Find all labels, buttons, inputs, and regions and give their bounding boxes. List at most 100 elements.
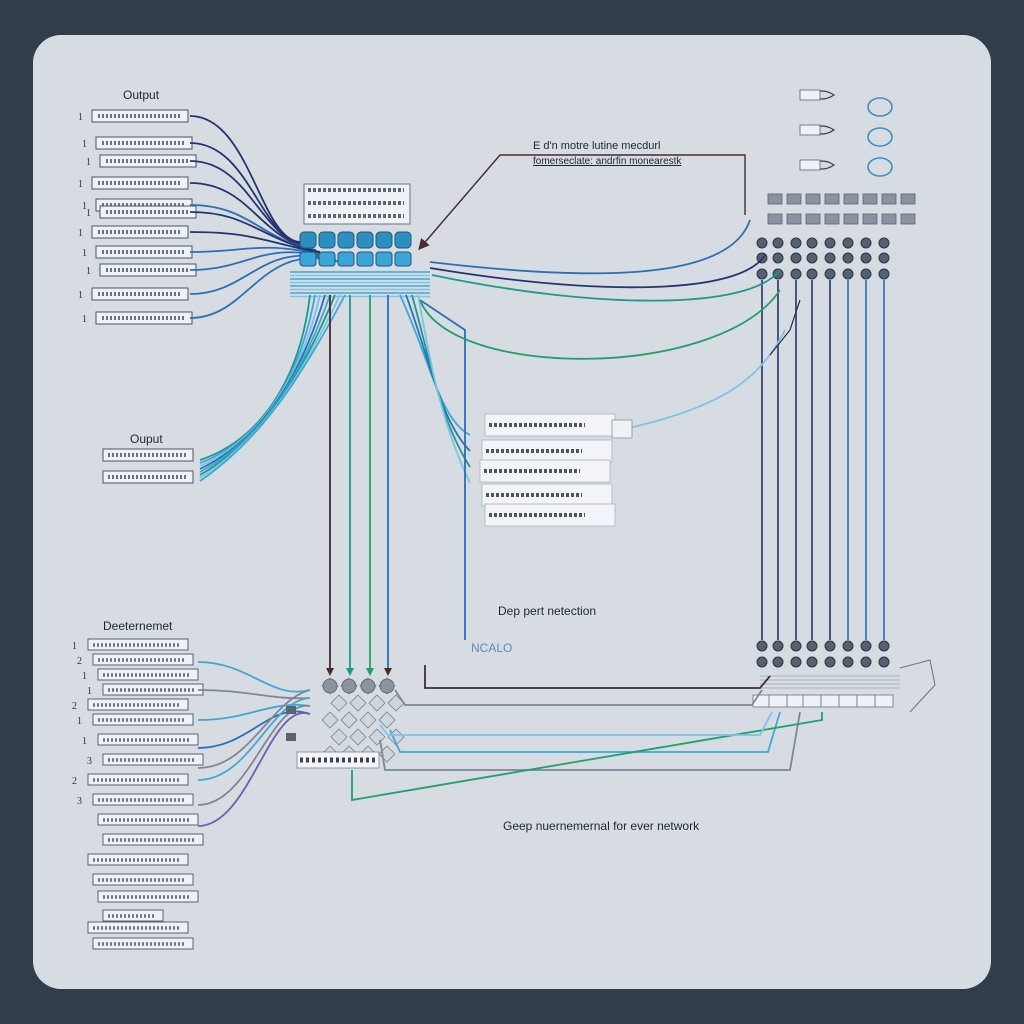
bottom-input-index: 1: [82, 671, 87, 682]
lattice-node: [340, 711, 358, 729]
wire-input-to-hub: [189, 160, 309, 247]
lattice-head: [341, 678, 357, 694]
drop-arrow-head: [366, 668, 374, 676]
matrix-node: [860, 252, 872, 264]
matrix-node: [842, 237, 854, 249]
ring-glyph: [867, 157, 893, 177]
lattice-node: [321, 711, 339, 729]
matrix-cell: [786, 193, 802, 205]
bottom-input-index: 2: [77, 656, 82, 667]
input-index: 1: [78, 179, 83, 190]
matrix-node: [772, 268, 784, 280]
matrix-node: [806, 268, 818, 280]
matrix-cell: [862, 193, 878, 205]
bottom-input-index: 1: [77, 716, 82, 727]
bottom-matrix-box: [802, 694, 822, 708]
lattice-port: [286, 706, 296, 714]
glyph-box: [799, 124, 821, 136]
matrix-cell: [824, 213, 840, 225]
matrix-node: [842, 268, 854, 280]
input-index: 1: [78, 228, 83, 239]
input-index: 1: [82, 314, 87, 325]
bottom-matrix-node: [790, 656, 802, 668]
matrix-cell: [900, 213, 916, 225]
lattice-head: [322, 678, 338, 694]
wire-hub-to-ncalo: [419, 299, 466, 640]
wire-bottom-input-to-grid: [197, 661, 311, 693]
matrix-cell: [805, 213, 821, 225]
glyph-box: [799, 159, 821, 171]
hub-node-upper: [318, 231, 336, 249]
input-index: 1: [86, 266, 91, 277]
hub-header-box: [303, 183, 411, 225]
wire-bottom-input-to-grid: [197, 697, 311, 781]
bottom-matrix-node: [824, 656, 836, 668]
bottom-matrix-node: [772, 656, 784, 668]
matrix-node: [756, 268, 768, 280]
bottom-input-index: 1: [72, 641, 77, 652]
wire-hub-to-mid-output: [199, 294, 321, 467]
matrix-node: [842, 252, 854, 264]
matrix-cell: [786, 213, 802, 225]
wire-lattice-to-matrix: [389, 711, 781, 753]
matrix-cell: [881, 193, 897, 205]
bottom-matrix-box: [768, 694, 788, 708]
card-connector: [611, 419, 633, 439]
arrow-to-matrix: [769, 299, 801, 356]
wire-input-to-hub: [189, 257, 341, 319]
wire-lattice-to-matrix: [379, 711, 801, 771]
lattice-head: [379, 678, 395, 694]
drop-arrow-head: [326, 668, 334, 676]
matrix-cell: [843, 213, 859, 225]
bottom-matrix-node: [824, 640, 836, 652]
matrix-cell: [843, 193, 859, 205]
hub-node-upper: [299, 231, 317, 249]
wire-hub-to-matrix: [429, 219, 751, 275]
bottom-caption: Geep nuernemernal for ever network: [503, 819, 700, 833]
input-index: 1: [82, 248, 87, 259]
lattice-head: [360, 678, 376, 694]
matrix-node: [878, 237, 890, 249]
wire-hub-to-matrix: [419, 289, 781, 360]
drop-arrow-head: [346, 668, 354, 676]
bottom-matrix-node: [756, 656, 768, 668]
hub-node-upper: [337, 231, 355, 249]
wire-lattice-to-matrix: [424, 665, 771, 689]
wire-hub-to-mid-output: [199, 294, 316, 464]
hub-node-upper: [375, 231, 393, 249]
lattice-node: [387, 694, 405, 712]
matrix-node: [790, 268, 802, 280]
input-index: 1: [86, 208, 91, 219]
wire-hub-to-matrix: [429, 254, 766, 289]
bottom-input-index: 2: [72, 776, 77, 787]
matrix-node: [806, 252, 818, 264]
drop-arrow-head: [384, 668, 392, 676]
bottom-input-index: 3: [87, 756, 92, 767]
output-label-mid: Ouput: [130, 432, 163, 446]
input-index: 1: [78, 112, 83, 123]
matrix-node: [860, 237, 872, 249]
wire-hub-to-cards: [417, 294, 471, 484]
bottom-matrix-node: [806, 656, 818, 668]
wire-bottom-input-to-grid: [197, 689, 311, 769]
input-index: 1: [82, 139, 87, 150]
wire-bottom-input-to-grid: [197, 710, 311, 749]
wire-hub-to-mid-output: [199, 294, 346, 482]
bottom-matrix-node: [878, 656, 890, 668]
input-index: 1: [78, 290, 83, 301]
lattice-node: [359, 711, 377, 729]
lattice-node: [368, 728, 386, 746]
wire-input-to-hub: [189, 182, 313, 249]
matrix-node: [824, 237, 836, 249]
matrix-node: [806, 237, 818, 249]
lattice-port: [286, 733, 296, 741]
glyph-box: [799, 89, 821, 101]
matrix-node: [824, 252, 836, 264]
matrix-node: [790, 252, 802, 264]
matrix-node: [878, 268, 890, 280]
ring-glyph: [867, 127, 893, 147]
matrix-node: [756, 237, 768, 249]
matrix-cell: [767, 193, 783, 205]
matrix-node: [790, 237, 802, 249]
